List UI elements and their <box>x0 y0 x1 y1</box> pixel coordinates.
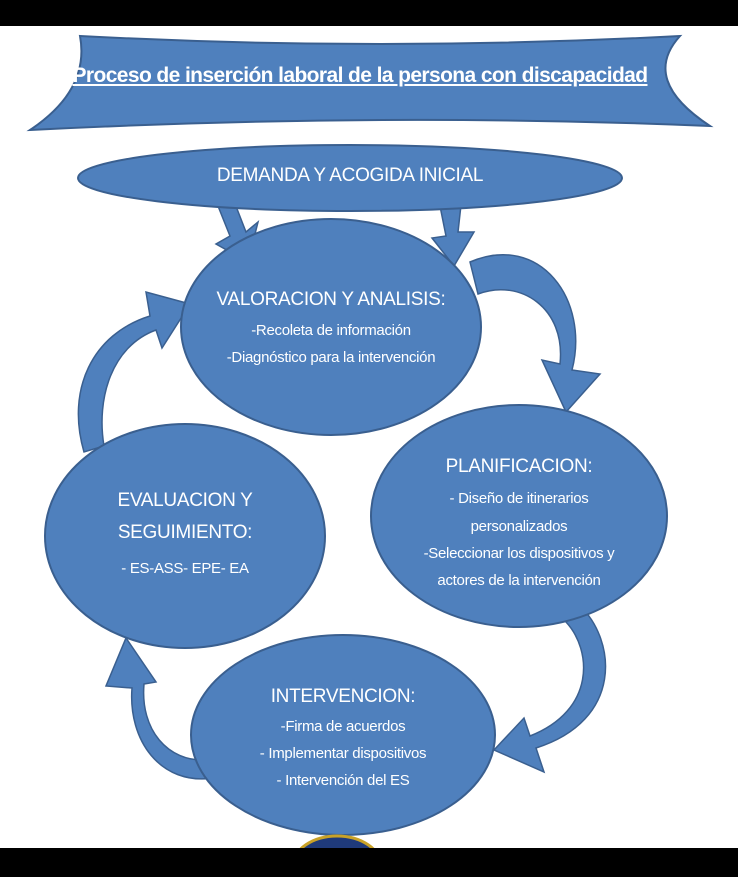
planificacion-line-4: actores de la intervención <box>437 572 601 589</box>
title-banner <box>26 34 714 132</box>
valoracion-ellipse <box>180 218 482 436</box>
intervencion-line-1: -Firma de acuerdos <box>280 718 406 735</box>
start-label: DEMANDA Y ACOGIDA INICIAL <box>216 165 484 186</box>
valoracion-heading: VALORACION Y ANALISIS: <box>216 289 446 310</box>
planificacion-heading: PLANIFICACION: <box>445 456 593 477</box>
valoracion-line-1: -Recoleta de información <box>251 322 411 339</box>
page-title: Proceso de inserción laboral de la perso… <box>72 64 649 87</box>
start-oval <box>77 144 623 212</box>
evaluacion-heading-line-2: SEGUIMIENTO: <box>117 522 253 543</box>
evaluacion-heading-line-1: EVALUACION Y <box>117 490 253 511</box>
valoracion-line-2: -Diagnóstico para la intervención <box>226 349 436 366</box>
intervencion-line-3: - Intervención del ES <box>276 772 410 789</box>
planificacion-line-3: -Seleccionar los dispositivos y <box>423 545 615 562</box>
evaluacion-line-1: - ES-ASS- EPE- EA <box>121 560 249 577</box>
intervencion-line-2: - Implementar dispositivos <box>259 745 427 762</box>
intervencion-heading: INTERVENCION: <box>270 686 416 707</box>
arrow-valoracion-to-planificacion <box>469 254 602 414</box>
arrow-planificacion-to-intervencion <box>492 604 607 774</box>
evaluacion-ellipse <box>44 423 326 649</box>
planificacion-ellipse <box>370 404 668 628</box>
planificacion-line-1: - Diseño de itinerarios <box>449 490 589 507</box>
top-black-band <box>0 0 738 26</box>
bottom-black-band <box>0 848 738 877</box>
intervencion-ellipse <box>190 634 496 836</box>
planificacion-line-2: personalizados <box>470 518 568 535</box>
